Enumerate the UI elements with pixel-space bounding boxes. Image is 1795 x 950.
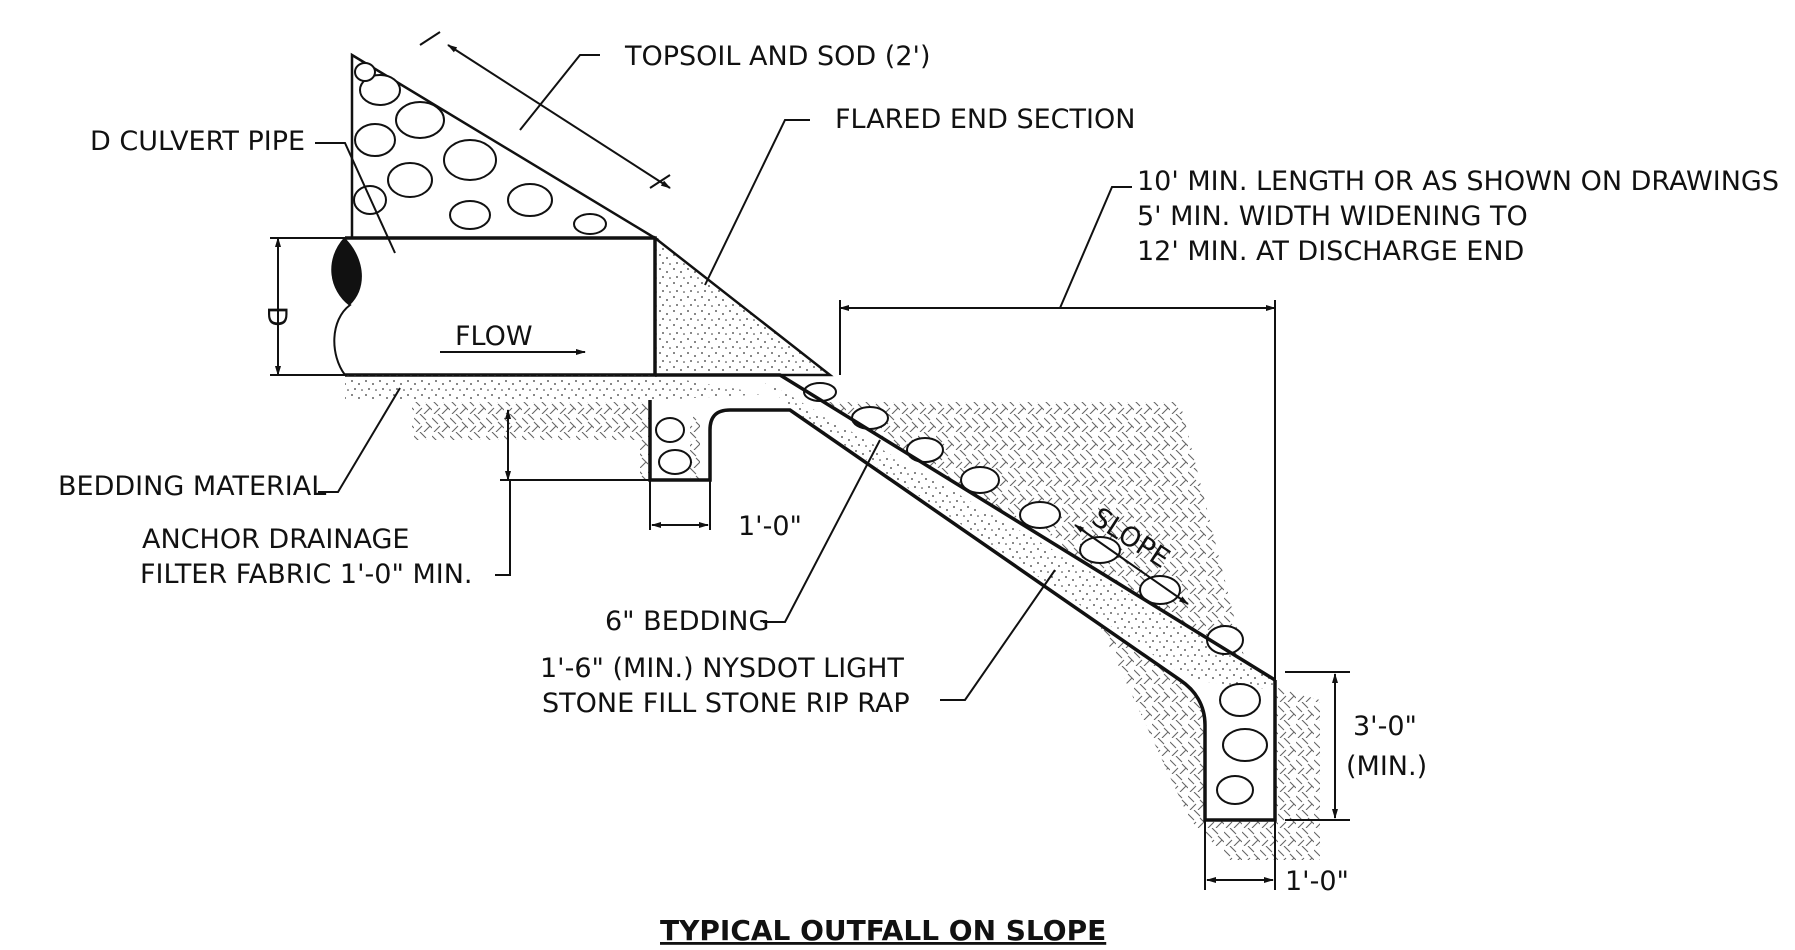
annotations: TOPSOIL AND SOD (2') D CULVERT PIPE FLAR…	[58, 41, 1779, 947]
label-riprap-2: STONE FILL STONE RIP RAP	[542, 688, 910, 719]
label-riprap-1: 1'-6" (MIN.) NYSDOT LIGHT	[540, 653, 904, 684]
topsoil-thickness-dimension	[419, 31, 671, 189]
depth-dimension	[1285, 671, 1350, 821]
length-dimension	[839, 300, 1276, 680]
topsoil-and-sod	[350, 52, 660, 240]
label-flared-end: FLARED END SECTION	[835, 104, 1135, 135]
label-min-length-2: 5' MIN. WIDTH WIDENING TO	[1137, 201, 1528, 232]
label-min-length-1: 10' MIN. LENGTH OR AS SHOWN ON DRAWINGS	[1137, 166, 1779, 197]
label-anchor-1: ANCHOR DRAINAGE	[142, 524, 409, 555]
diameter-dimension	[270, 237, 345, 376]
leader-lines	[315, 54, 1132, 701]
label-toe-width: 1'-0"	[738, 511, 802, 542]
label-topsoil: TOPSOIL AND SOD (2')	[624, 41, 930, 72]
culvert-pipe	[331, 236, 657, 377]
label-diameter: D	[261, 306, 292, 327]
label-depth-2: (MIN.)	[1346, 751, 1427, 782]
label-6in-bedding: 6" BEDDING	[605, 606, 769, 637]
toe-width-dimension	[649, 480, 711, 530]
label-depth-1: 3'-0"	[1353, 711, 1417, 742]
filter-fabric-dimension	[500, 409, 650, 481]
end-width-dimension	[1204, 820, 1276, 890]
slope-arrow	[1074, 524, 1189, 605]
label-culvert-pipe: D CULVERT PIPE	[90, 126, 305, 157]
label-bedding-material: BEDDING MATERIAL	[58, 471, 326, 502]
riprap-apron	[648, 373, 1277, 822]
flared-end-section	[653, 235, 834, 377]
label-min-length-3: 12' MIN. AT DISCHARGE END	[1137, 236, 1524, 267]
native-soil-hatch	[412, 402, 1320, 860]
label-anchor-2: FILTER FABRIC 1'-0" MIN.	[140, 559, 472, 590]
drawing-title: TYPICAL OUTFALL ON SLOPE	[660, 914, 1106, 947]
label-end-width: 1'-0"	[1285, 866, 1349, 897]
label-flow: FLOW	[455, 321, 533, 352]
